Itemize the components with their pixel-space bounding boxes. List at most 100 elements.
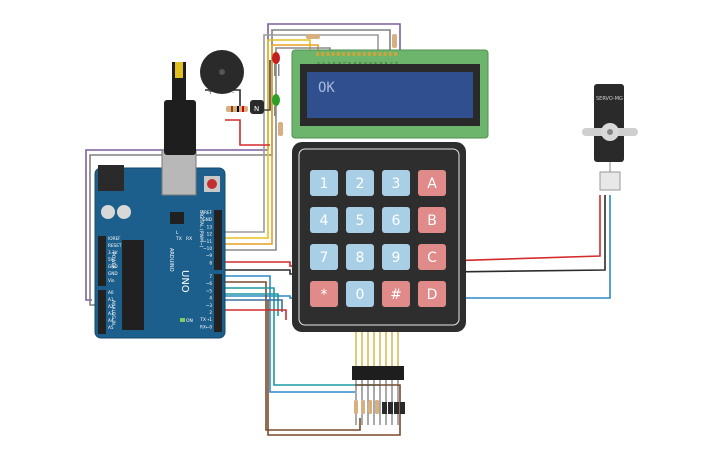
lcd-pin-label: D5 bbox=[374, 62, 378, 66]
analog-header bbox=[98, 290, 106, 334]
keypad-key-6[interactable]: 6 bbox=[382, 207, 410, 233]
keypad-key-label: 9 bbox=[392, 250, 401, 266]
lcd-pin-label: D6 bbox=[379, 62, 383, 66]
pin-label: 8 bbox=[209, 260, 212, 265]
pin-label: 4 bbox=[209, 296, 212, 301]
keypad-key-2[interactable]: 2 bbox=[346, 170, 374, 196]
lcd-pin bbox=[331, 52, 335, 56]
servo-screw bbox=[607, 129, 613, 135]
keypad-key-label: 6 bbox=[392, 213, 401, 229]
usb-connector bbox=[161, 149, 197, 196]
lcd-pin-label: D7 bbox=[384, 62, 388, 66]
keypad-key-4[interactable]: 4 bbox=[310, 207, 338, 233]
servo-label: SERVO-MG bbox=[596, 96, 623, 102]
pin-label: ~6 bbox=[206, 281, 213, 286]
analog-header-label: ANALOG IN bbox=[110, 300, 116, 325]
usb-cable bbox=[164, 62, 196, 155]
red-led[interactable] bbox=[272, 52, 280, 76]
power-jack bbox=[98, 165, 124, 191]
transistor-label: N bbox=[254, 105, 259, 113]
usb-chip bbox=[170, 212, 184, 224]
pin-label: ~5 bbox=[206, 288, 213, 293]
lcd-pin bbox=[336, 52, 340, 56]
servo-body bbox=[594, 84, 624, 162]
lcd-pin bbox=[352, 52, 356, 56]
pin-label: ~9 bbox=[206, 253, 213, 258]
lcd-pin bbox=[388, 52, 392, 56]
lcd-pin-label: D2 bbox=[358, 62, 362, 66]
pin-label: GND bbox=[108, 264, 118, 269]
pin-label: TX➝1 bbox=[199, 317, 212, 322]
keypad-key-9[interactable]: 9 bbox=[382, 244, 410, 270]
lcd-pin-label: GND bbox=[317, 62, 321, 68]
pin-label: A5 bbox=[108, 325, 114, 330]
pin-label: ~10 bbox=[203, 246, 212, 251]
arduino-model: UNO bbox=[179, 270, 190, 293]
keypad-key-label: 0 bbox=[356, 287, 365, 303]
lcd-pin-label: D3 bbox=[363, 62, 367, 66]
keypad-key-1[interactable]: 1 bbox=[310, 170, 338, 196]
piezo-buzzer[interactable]: + - bbox=[200, 50, 244, 96]
lcd-pin-label: V0 bbox=[327, 62, 331, 66]
digital-header-label: DIGITAL (PWM~) bbox=[198, 210, 204, 248]
pull-resistor[interactable] bbox=[368, 400, 372, 414]
keypad-key-hash[interactable]: # bbox=[382, 281, 410, 307]
keypad-key-5[interactable]: 5 bbox=[346, 207, 374, 233]
pull-resistor[interactable] bbox=[375, 400, 379, 414]
led-resistor[interactable] bbox=[278, 122, 283, 136]
pin-label: 13 bbox=[207, 224, 213, 229]
keypad-key-B[interactable]: B bbox=[418, 207, 446, 233]
pin-label: RESET bbox=[108, 243, 122, 248]
transistor[interactable]: N bbox=[250, 100, 264, 114]
wires bbox=[85, 23, 611, 436]
keypad-key-D[interactable]: D bbox=[418, 281, 446, 307]
keypad-key-A[interactable]: A bbox=[418, 170, 446, 196]
green-led[interactable] bbox=[272, 94, 280, 116]
lcd-pin-label: A bbox=[389, 62, 393, 64]
header-pin bbox=[394, 402, 399, 414]
reset-button-cap[interactable] bbox=[207, 179, 217, 189]
lcd-pin bbox=[326, 52, 330, 56]
power-header bbox=[98, 236, 106, 286]
keypad-key-star[interactable]: * bbox=[310, 281, 338, 307]
lcd-pin bbox=[321, 52, 325, 56]
keypad-key-label: C bbox=[427, 250, 437, 266]
lcd-pin-label: VCC bbox=[322, 62, 326, 68]
tx-led-label: TX bbox=[175, 236, 182, 242]
lcd-pin-label: D0 bbox=[348, 62, 352, 66]
lcd-pin bbox=[394, 52, 397, 56]
pin-label: AREF bbox=[201, 210, 212, 215]
pull-resistor[interactable] bbox=[361, 400, 365, 414]
pull-resistor[interactable] bbox=[354, 400, 358, 414]
pin-label: IOREF bbox=[108, 236, 121, 241]
pin-label: GND bbox=[108, 271, 118, 276]
pin-label: ~11 bbox=[203, 239, 212, 244]
servo-motor[interactable]: SERVO-MG bbox=[582, 84, 638, 191]
buzzer-minus-label: - bbox=[232, 89, 234, 96]
capacitor bbox=[101, 205, 115, 219]
keypad-key-0[interactable]: 0 bbox=[346, 281, 374, 307]
header-pin bbox=[388, 402, 393, 414]
keypad-key-label: B bbox=[427, 213, 437, 229]
pin-label: Vin bbox=[108, 278, 115, 283]
pin-label: ~3 bbox=[206, 303, 213, 308]
lcd-pin bbox=[342, 52, 345, 56]
arduino-uno[interactable]: UNO ARDUINO DIGITAL (PWM~) POWER ANALOG … bbox=[94, 149, 226, 339]
pin-label: 3.3V bbox=[108, 250, 118, 255]
keypad-key-C[interactable]: C bbox=[418, 244, 446, 270]
arduino-brand: ARDUINO bbox=[168, 248, 174, 272]
keypad-key-8[interactable]: 8 bbox=[346, 244, 374, 270]
keypad-key-3[interactable]: 3 bbox=[382, 170, 410, 196]
keypad-key-7[interactable]: 7 bbox=[310, 244, 338, 270]
pin-label: RX←0 bbox=[200, 324, 212, 329]
keypad-key-label: 7 bbox=[320, 250, 329, 266]
resistor[interactable] bbox=[226, 106, 248, 112]
pin-label: A0 bbox=[108, 290, 114, 295]
